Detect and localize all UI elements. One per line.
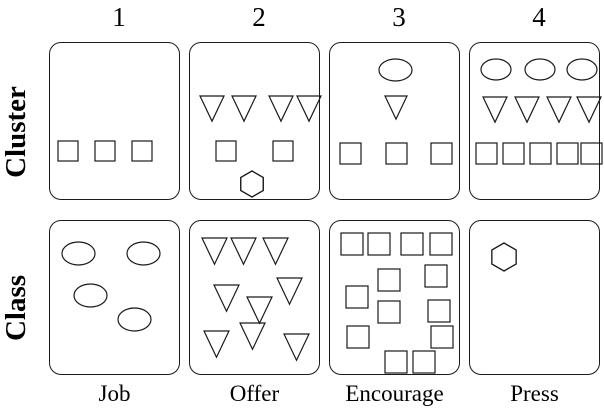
square-shape [412,350,436,374]
square-shape [430,325,454,349]
square-shape [377,300,401,324]
square-shape [57,140,79,162]
square-shape [367,232,391,256]
ellipse-shape [524,58,556,81]
ellipse-shape [61,241,96,266]
triangle-down-shape [201,237,228,266]
triangle-down-shape [576,96,602,124]
square-shape [400,232,424,256]
ellipse-shape [566,58,598,81]
triangle-down-shape [239,322,266,351]
class-label-offer: Offer [229,381,280,406]
class-panel-3[interactable] [329,220,460,375]
column-header-2: 2 [252,2,266,32]
ellipse-shape [126,241,161,266]
triangle-down-shape [276,277,303,306]
triangle-down-shape [231,95,257,123]
square-shape [384,350,408,374]
square-shape [502,142,525,165]
class-label-press: Press [510,381,559,406]
square-shape [215,140,237,162]
triangle-down-shape [296,95,322,123]
triangle-down-shape [199,95,225,123]
square-shape [94,140,116,162]
column-header-4: 4 [532,2,546,32]
ellipse-shape [378,58,413,82]
square-shape [580,142,603,165]
cluster-panel-3[interactable] [329,42,460,200]
triangle-down-shape [203,330,230,359]
column-header-3: 3 [392,2,406,32]
cluster-panel-4[interactable] [469,42,600,200]
triangle-down-shape [546,96,572,124]
class-panel-4[interactable] [469,220,600,375]
square-shape [346,325,370,349]
column-header-1: 1 [112,2,126,32]
triangle-down-shape [230,237,257,266]
square-shape [430,142,453,165]
square-shape [427,299,451,323]
cluster-panel-1[interactable] [49,42,180,200]
class-panel-1[interactable] [49,220,180,375]
square-shape [377,268,401,292]
ellipse-shape [480,58,512,81]
triangle-down-shape [514,96,540,124]
star-of-david-shape [240,170,264,198]
triangle-down-shape [246,296,273,325]
triangle-down-shape [482,96,508,124]
class-label-encourage: Encourage [345,381,444,406]
square-shape [529,142,552,165]
triangle-down-shape [213,284,240,313]
square-shape [339,142,362,165]
star-of-david-shape [491,242,517,272]
square-shape [556,142,579,165]
triangle-down-shape [283,333,310,362]
ellipse-shape [117,307,152,332]
square-shape [424,264,448,288]
triangle-down-shape [384,95,408,121]
square-shape [385,142,408,165]
cluster-panel-2[interactable] [189,42,320,200]
triangle-down-shape [262,237,289,266]
square-shape [475,142,498,165]
square-shape [272,140,294,162]
triangle-down-shape [268,95,294,123]
square-shape [131,140,153,162]
class-label-job: Job [98,381,131,406]
square-shape [345,285,369,309]
square-shape [429,232,453,256]
square-shape [340,232,364,256]
ellipse-shape [73,283,108,308]
